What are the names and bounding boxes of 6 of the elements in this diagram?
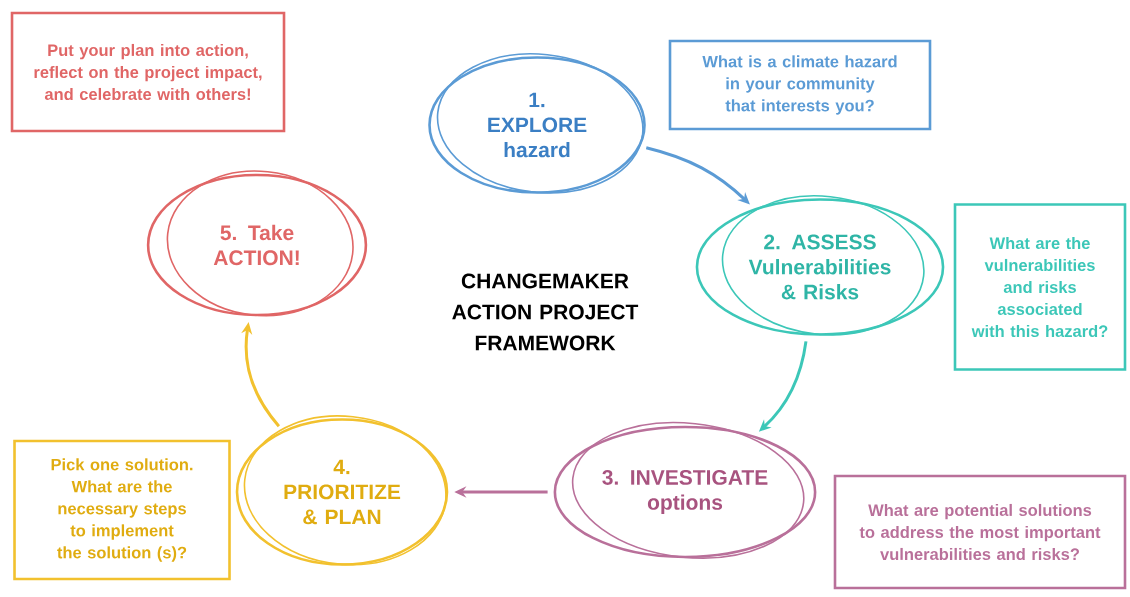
question-box: What is a climate hazard in your community that interests you?	[668, 39, 932, 131]
question-box: Pick one solution. What are the necessary steps to implement the solution (s)?	[13, 439, 231, 581]
title: CHANGEMAKER ACTION PROJECT FRAMEWORK	[452, 273, 639, 351]
question-box: What are the vulnerabilities and risks associated with this hazard?	[953, 203, 1127, 371]
question-box: What are potential solutions to address the most important vulnerabilities and risks?	[833, 474, 1127, 590]
question-box: Put your plan into action, reflect on the project impact, and celebrate with others!	[10, 11, 286, 133]
